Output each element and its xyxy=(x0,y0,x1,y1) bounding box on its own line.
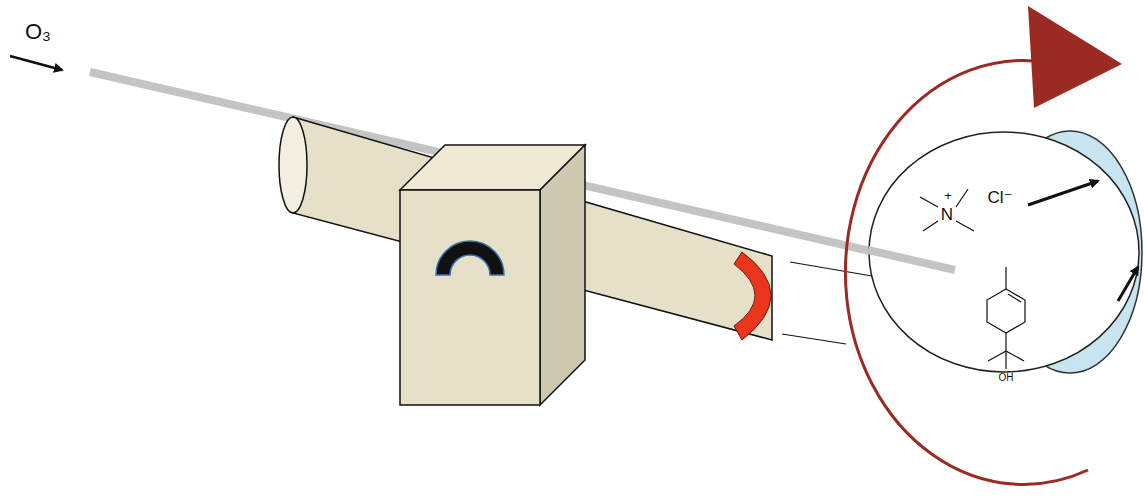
droplet-circle xyxy=(869,132,1139,372)
terpineol-structure xyxy=(987,267,1025,369)
rotating-rod xyxy=(868,250,955,270)
structure-label: N xyxy=(941,206,953,223)
tube-opening xyxy=(279,117,307,213)
ammonium-structure xyxy=(920,189,974,231)
leader-arrow xyxy=(1118,267,1138,301)
droplet-outline xyxy=(868,131,1140,373)
inlet-arrow xyxy=(10,56,62,70)
structure-label: OH xyxy=(999,373,1014,383)
rotation-symbol xyxy=(436,241,504,275)
seal-ring xyxy=(734,252,771,340)
rotation-arrowhead xyxy=(1028,6,1122,108)
droplet-node: N+Cl⁻OH xyxy=(868,131,1140,373)
structure-label: Cl⁻ xyxy=(987,189,1012,206)
mount-block xyxy=(540,145,585,405)
gas-label: O₃ xyxy=(25,21,51,43)
tube-extension xyxy=(790,262,872,276)
mount-block xyxy=(400,190,540,405)
leader-arrow xyxy=(1028,181,1098,205)
structure-label: + xyxy=(944,189,952,202)
tube-extension xyxy=(782,334,846,344)
